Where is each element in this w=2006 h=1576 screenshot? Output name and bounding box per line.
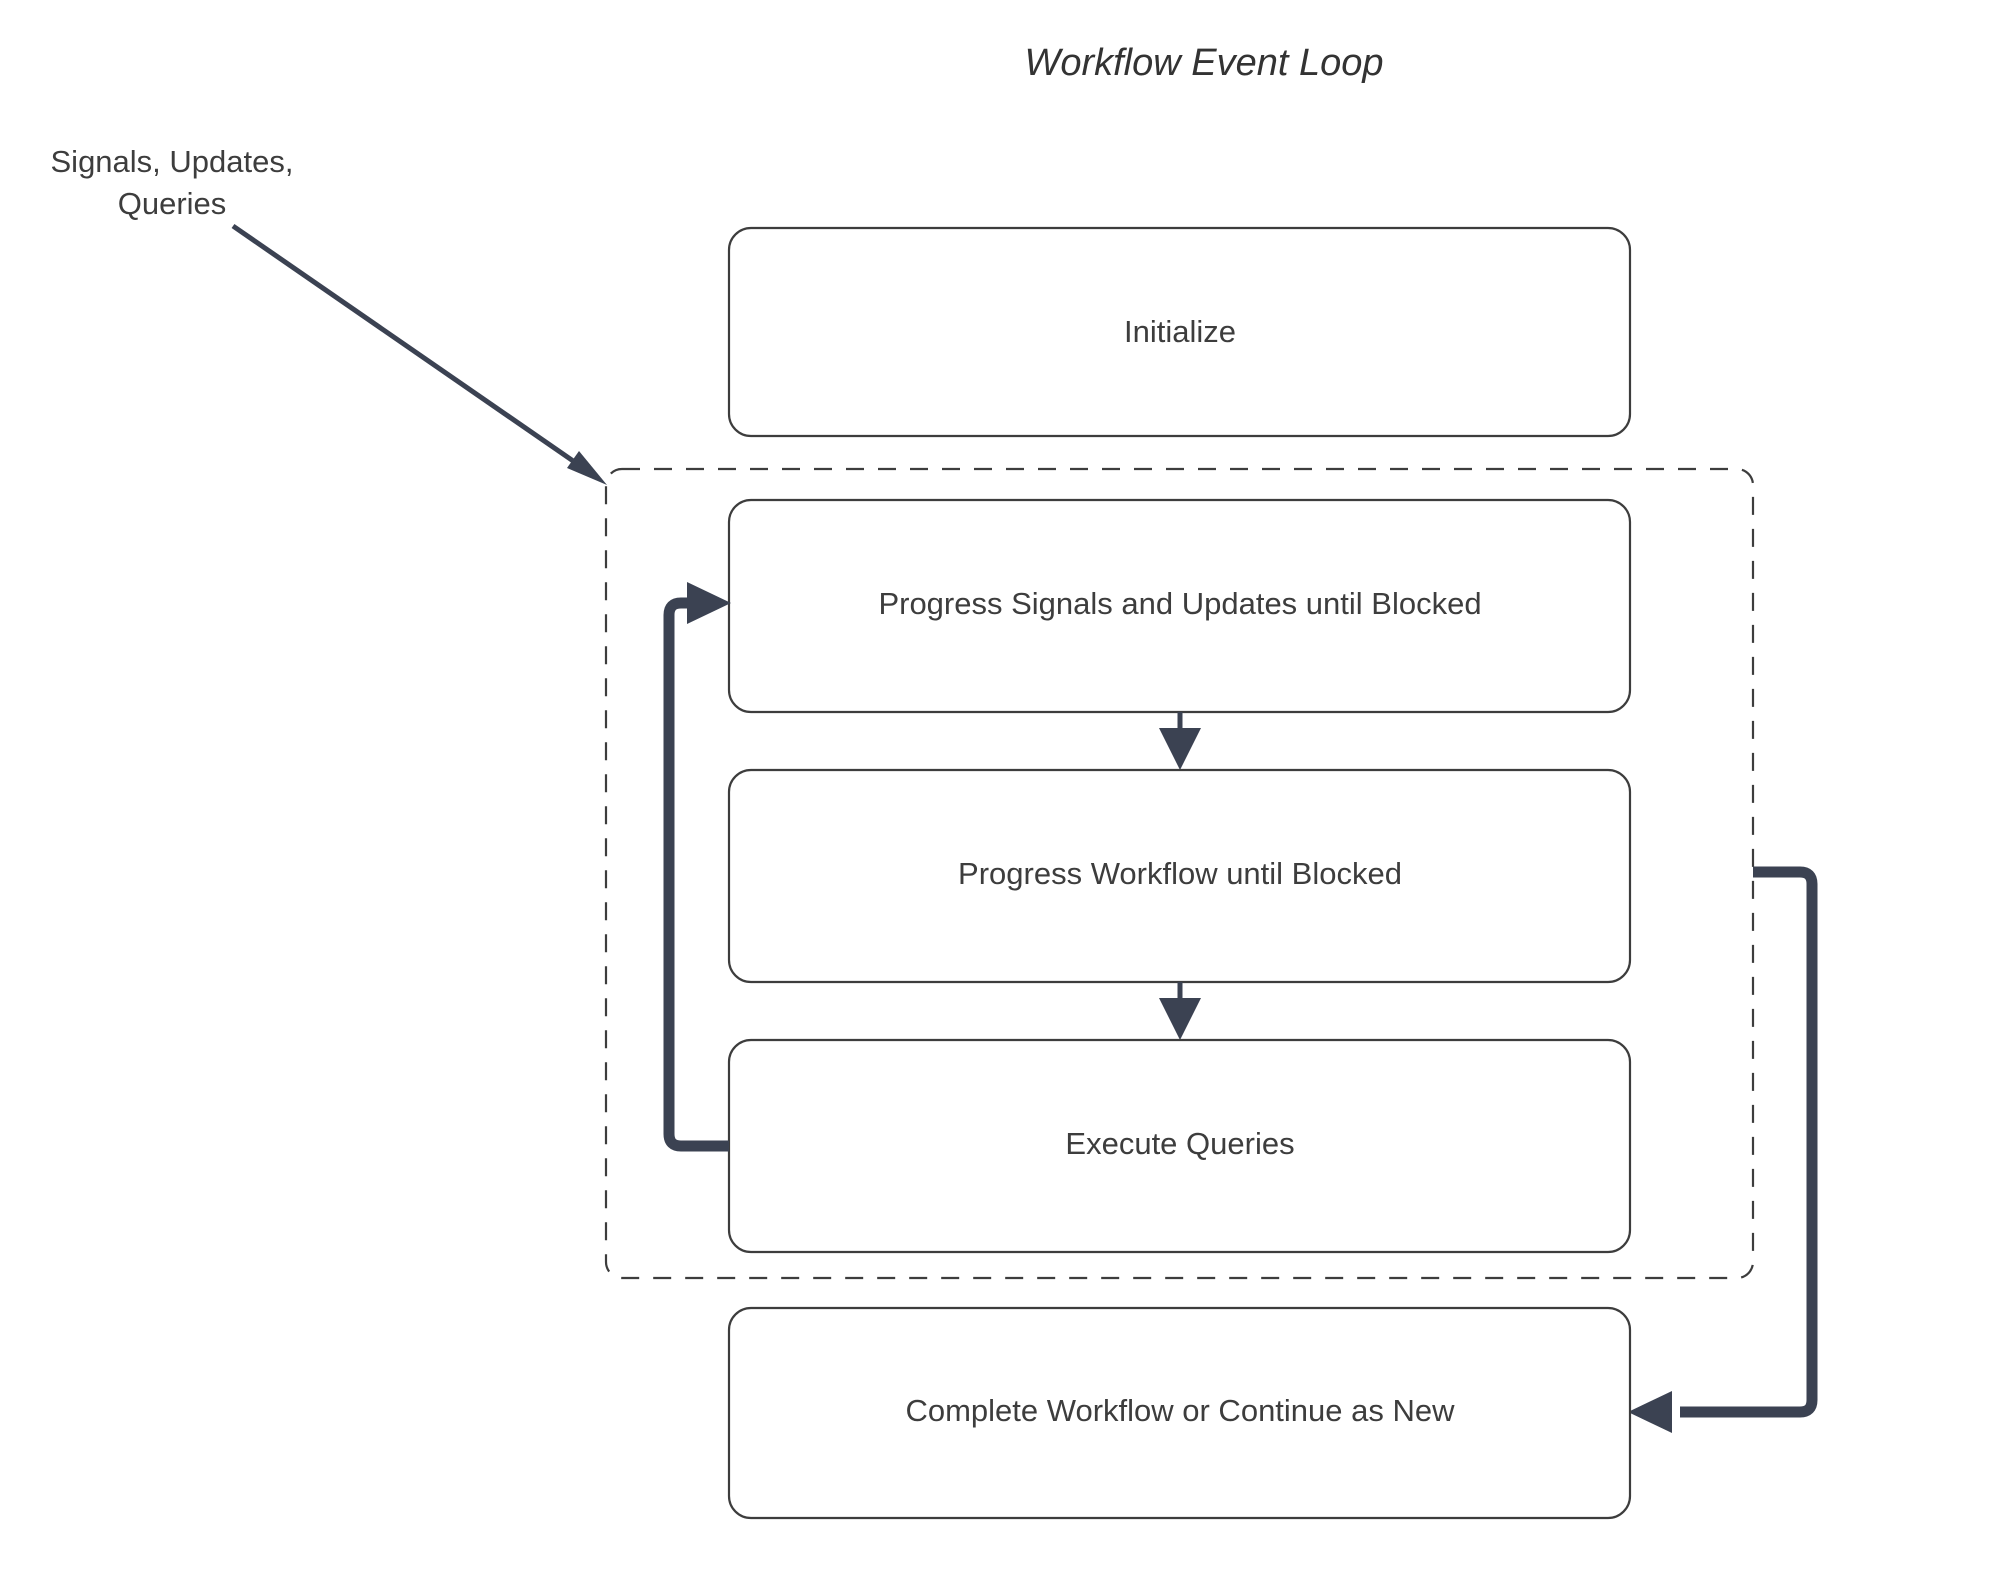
- edge-workflow-to-queries-arrow-head: [1159, 998, 1201, 1040]
- event-loop-group-box: [604, 467, 1755, 1280]
- external-input-label-line2: Queries: [118, 186, 227, 221]
- edge-loopback-arrow-head: [687, 582, 731, 624]
- node-complete-workflow-label: Complete Workflow or Continue as New: [905, 1393, 1455, 1428]
- edge-loopback-line: [663, 597, 729, 1152]
- node-initialize-label: Initialize: [1124, 314, 1236, 349]
- node-initialize-box: [727, 226, 1632, 438]
- node-progress-workflow: Progress Workflow until Blocked: [727, 768, 1632, 984]
- node-progress-workflow-label: Progress Workflow until Blocked: [958, 856, 1402, 891]
- external-input-arrow-head: [567, 451, 607, 485]
- edge-exit-loop-arrow-head: [1628, 1391, 1672, 1433]
- page-title: Workflow Event Loop: [1024, 42, 1383, 84]
- node-complete-workflow: Complete Workflow or Continue as New: [727, 1306, 1632, 1520]
- node-execute-queries: Execute Queries: [727, 1038, 1632, 1254]
- node-progress-signals: Progress Signals and Updates until Block…: [727, 498, 1632, 714]
- edge-signals-to-workflow-arrow-head: [1159, 728, 1201, 770]
- edge-exit-loop-line: [1680, 866, 1818, 1418]
- node-initialize: Initialize: [727, 226, 1632, 438]
- node-complete-workflow-box: [727, 1306, 1632, 1520]
- external-input-label-line1: Signals, Updates,: [51, 144, 294, 179]
- external-input-arrow-line: [231, 223, 594, 477]
- node-execute-queries-label: Execute Queries: [1065, 1126, 1294, 1161]
- node-progress-signals-label: Progress Signals and Updates until Block…: [878, 586, 1481, 621]
